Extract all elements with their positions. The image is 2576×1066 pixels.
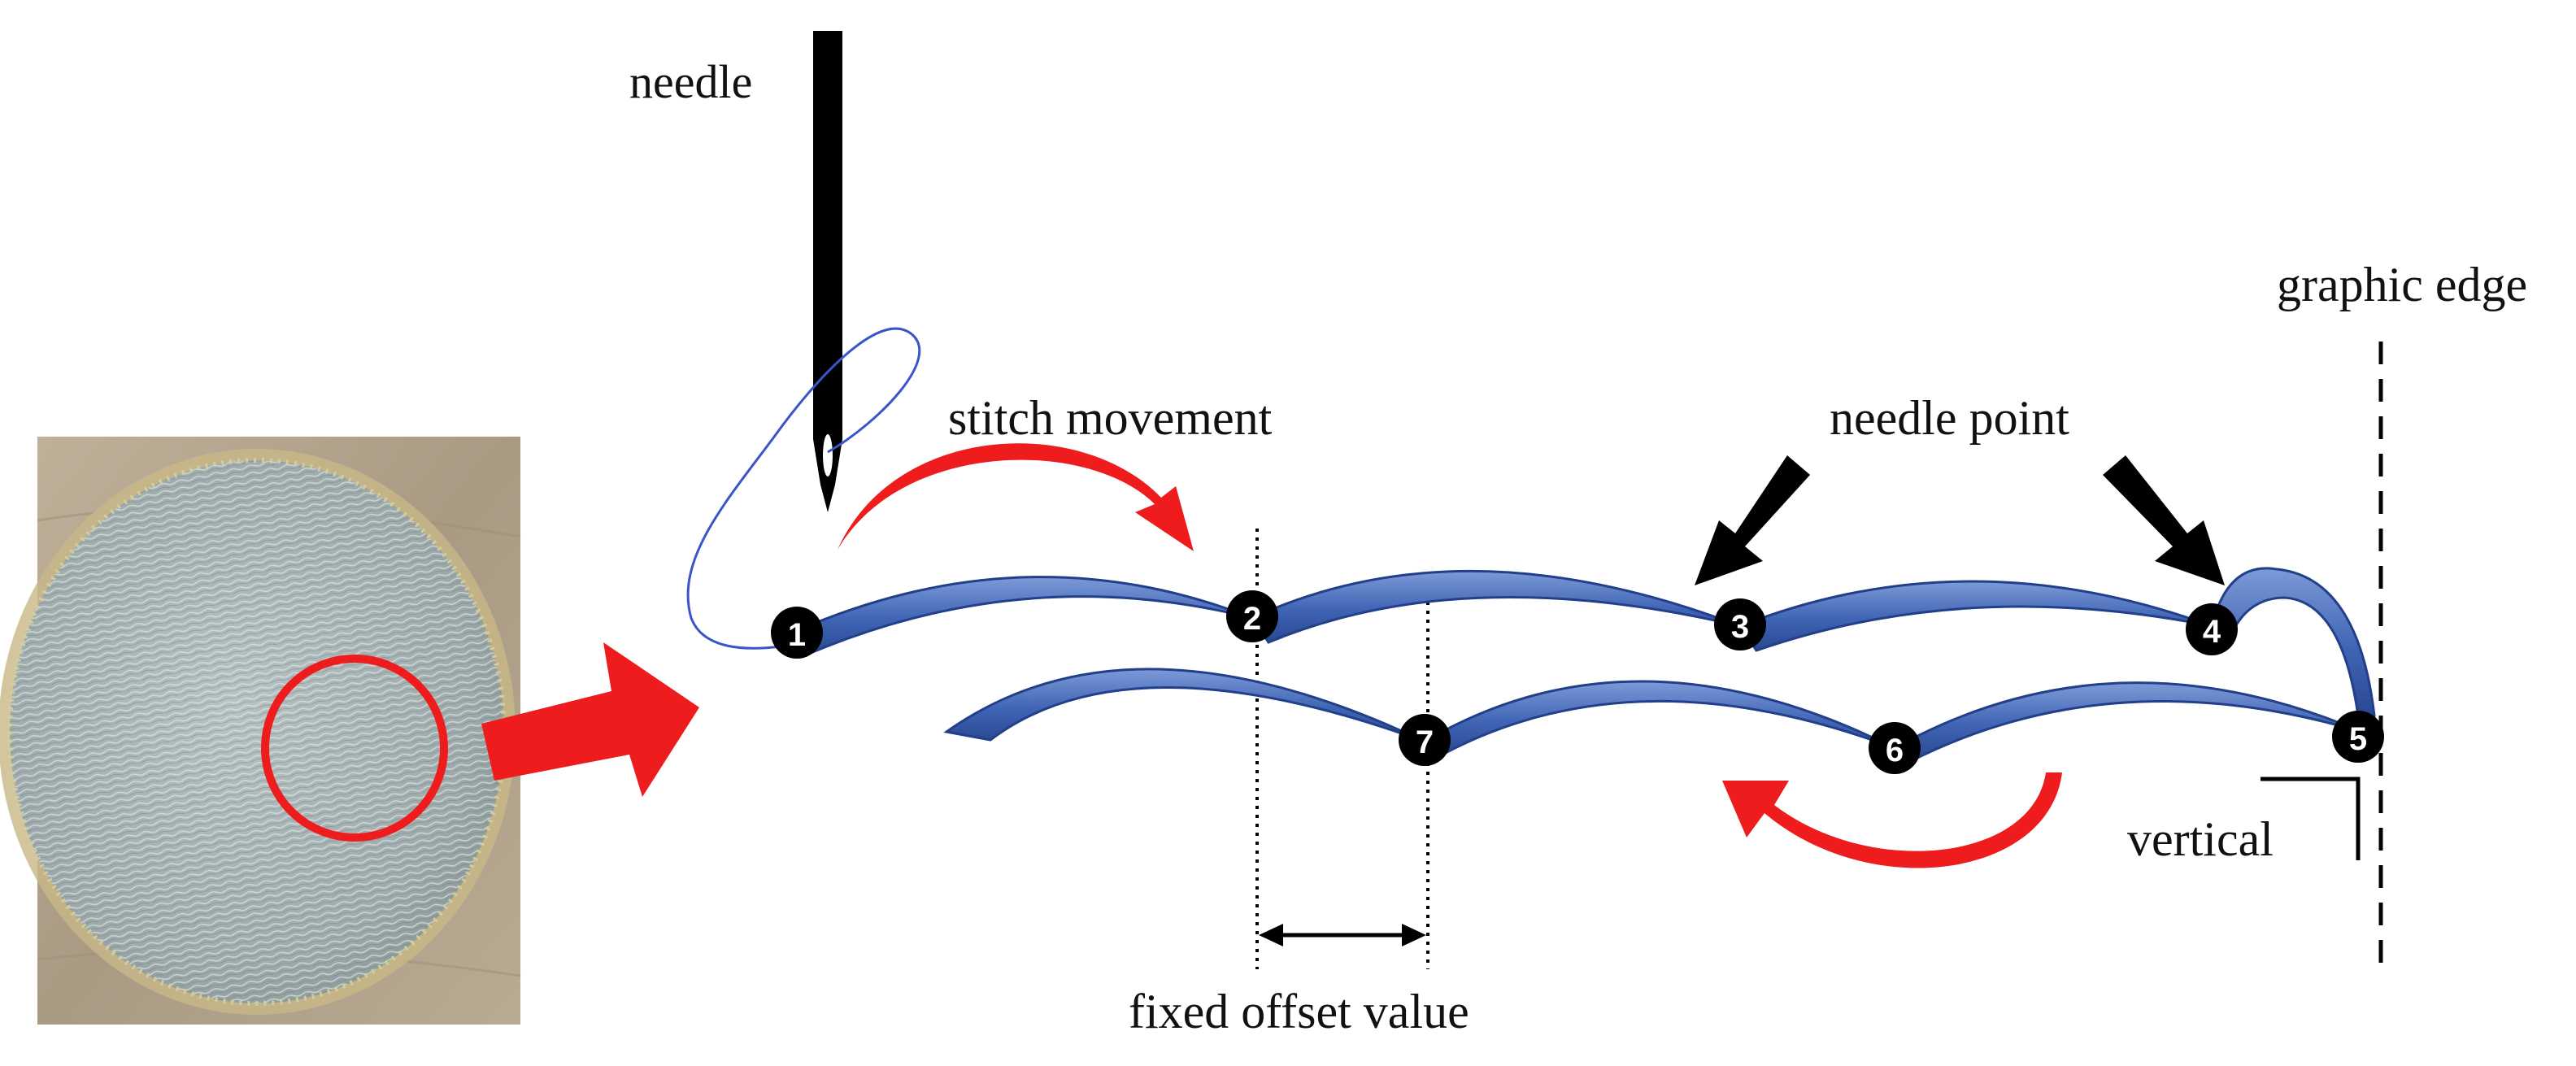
stitch-point-7: 7 (1399, 714, 1451, 766)
stitch-point-6: 6 (1869, 722, 1921, 774)
needle-label: needle (629, 55, 752, 108)
svg-text:7: 7 (1416, 724, 1434, 760)
svg-text:4: 4 (2203, 614, 2221, 650)
offset-double-arrow (1259, 924, 1426, 946)
graphic-edge-label: graphic edge (2277, 258, 2527, 311)
stitch-movement-arrow (838, 443, 1194, 551)
svg-text:3: 3 (1731, 609, 1749, 645)
return-movement-arrow (1722, 772, 2062, 868)
embroidered-fabric-photo (0, 437, 521, 1025)
stitch-point-3: 3 (1714, 598, 1766, 650)
vertical-label: vertical (2127, 812, 2274, 866)
stitch-point-2: 2 (1226, 590, 1278, 642)
svg-text:2: 2 (1243, 601, 1261, 637)
zoom-arrow (481, 642, 699, 797)
highlight-circle (261, 655, 448, 842)
stitch-movement-label: stitch movement (948, 391, 1273, 445)
svg-text:1: 1 (788, 617, 806, 653)
stitch-point-5: 5 (2332, 711, 2384, 763)
needle-point-label: needle point (1830, 391, 2069, 445)
thread (686, 327, 921, 650)
stitch-point-1: 1 (771, 607, 823, 659)
fixed-offset-label: fixed offset value (1129, 985, 1469, 1038)
vertical-marker (2261, 777, 2361, 860)
svg-text:5: 5 (2349, 721, 2367, 757)
stitch-point-4: 4 (2186, 603, 2238, 655)
needle-point-arrow-right (2103, 455, 2225, 585)
needle-icon (813, 31, 842, 512)
needle-point-arrow-left (1695, 455, 1810, 585)
stitch-row-lower (943, 668, 2362, 763)
svg-text:6: 6 (1886, 733, 1904, 768)
